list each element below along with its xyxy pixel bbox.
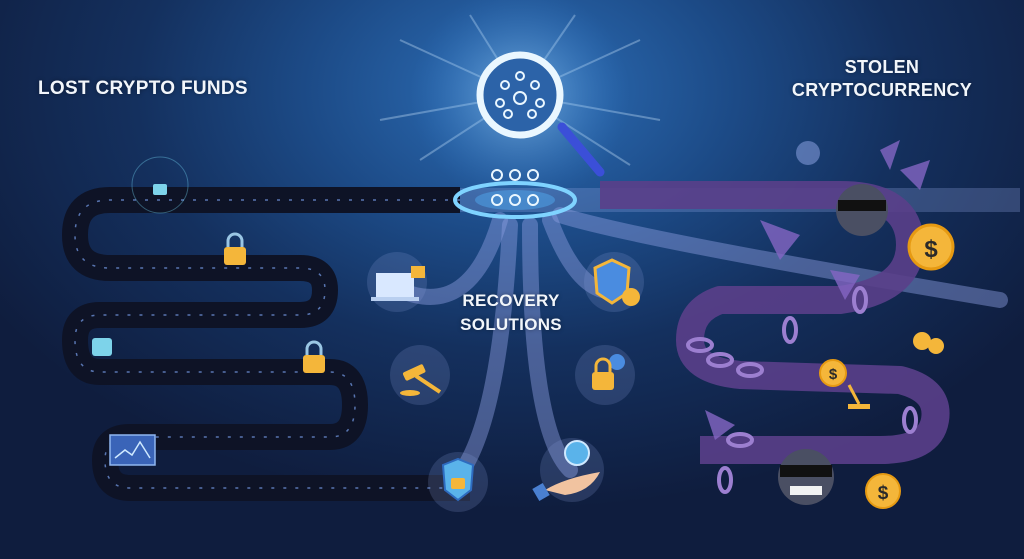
- padlock-gold-icon: [303, 340, 325, 373]
- svg-text:$: $: [924, 236, 938, 263]
- gold-coin-icon: $: [865, 473, 901, 509]
- stolen-line: STOLEN: [844, 57, 920, 77]
- svg-text:$: $: [878, 483, 889, 504]
- gold-coin-icon: $: [907, 223, 955, 271]
- shield-lock-icon: [441, 457, 475, 502]
- padlock-gold-icon: [224, 232, 246, 265]
- lost-crypto-funds-title: LOST CRYPTO FUNDS: [38, 78, 248, 99]
- solutions-line: SOLUTIONS: [460, 315, 562, 334]
- thief-icon: [778, 449, 834, 505]
- hand-coin-icon: [532, 440, 600, 502]
- lock-circuit-icon: [131, 156, 189, 214]
- gavel-icon: [400, 364, 442, 396]
- gold-coin-icon: $: [819, 359, 847, 387]
- magnifier-network-icon: [476, 51, 605, 177]
- thief-icon: [836, 184, 888, 236]
- stolen-cryptocurrency-title: STOLEN CRYPTOCURRENCY: [784, 56, 980, 102]
- broken-padlock-icon: [92, 338, 112, 356]
- recovery-line: RECOVERY: [462, 291, 560, 310]
- skull-coin-icon: [913, 332, 944, 354]
- skull-icon: [796, 141, 820, 165]
- chart-screen-icon: [109, 434, 156, 466]
- cryptocurrency-line: CRYPTOCURRENCY: [791, 80, 973, 100]
- lock-gear-icon: [592, 354, 625, 390]
- gavel-icon: [847, 384, 870, 409]
- shield-dollar-icon: [593, 258, 640, 306]
- svg-text:$: $: [829, 366, 838, 383]
- shards: [705, 140, 930, 440]
- recovery-solutions-title: RECOVERY SOLUTIONS: [446, 289, 576, 337]
- chain-links: [686, 286, 918, 494]
- laptop-analytics-icon: [371, 266, 425, 301]
- network-hologram-icon: [453, 169, 577, 219]
